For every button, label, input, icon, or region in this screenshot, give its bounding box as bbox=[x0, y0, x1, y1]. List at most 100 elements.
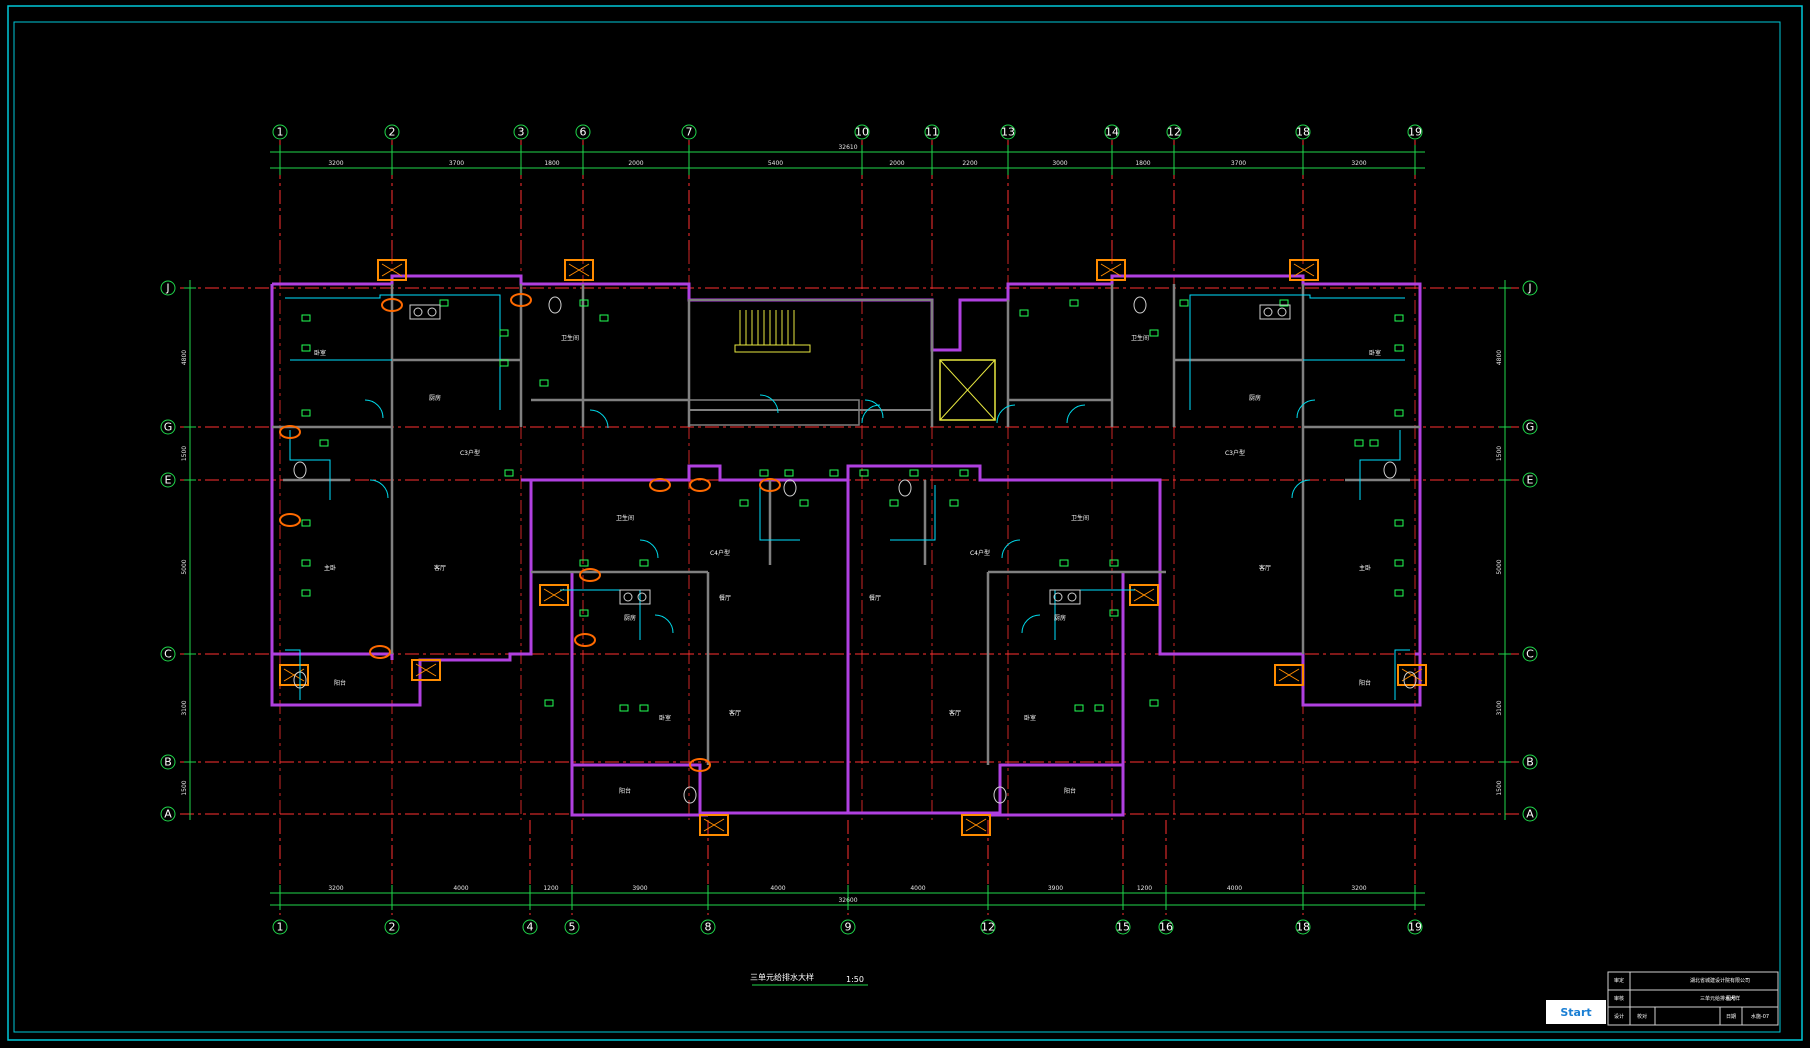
highlight-mark-1 bbox=[510, 293, 532, 307]
room-label-15: 厨房 bbox=[1054, 614, 1066, 622]
bubble-top-11-label: 11 bbox=[925, 126, 939, 139]
fixture-5 bbox=[301, 589, 311, 597]
bubble-top-1-label: 1 bbox=[277, 126, 284, 139]
room-label-11: 客厅 bbox=[1259, 564, 1271, 572]
room-label-23: 阳台 bbox=[1064, 787, 1076, 795]
fixture-16 bbox=[1179, 299, 1189, 307]
fixture-2 bbox=[301, 409, 311, 417]
highlight-mark-10 bbox=[689, 758, 711, 772]
sink-bowl-b-2 bbox=[637, 592, 647, 602]
vent-box-4 bbox=[539, 584, 569, 606]
room-label-17: 卧室 bbox=[1024, 714, 1036, 722]
toilet-6 bbox=[683, 786, 697, 804]
bubble-right-G-label: G bbox=[1526, 421, 1535, 434]
tb-label-1: 审核 bbox=[1614, 995, 1624, 1002]
room-label-0: C3户型 bbox=[460, 449, 480, 457]
vent-box-1 bbox=[564, 259, 594, 281]
bubble-top-19-label: 19 bbox=[1408, 126, 1422, 139]
bubble-bottom-5-label: 5 bbox=[569, 921, 576, 934]
room-label-12: 餐厅 bbox=[719, 594, 731, 602]
fixture-12 bbox=[599, 314, 609, 322]
wall-left-lower bbox=[270, 478, 533, 707]
dim-bottom-seg-2: 1200 bbox=[543, 885, 558, 892]
sink-3 bbox=[1049, 589, 1081, 605]
fixture-47 bbox=[544, 699, 554, 707]
bubble-bottom-9-circle bbox=[840, 919, 856, 935]
fixture-18 bbox=[1394, 314, 1404, 322]
toilet-7 bbox=[993, 786, 1007, 804]
fixture-24 bbox=[1354, 439, 1364, 447]
vent-box-8 bbox=[699, 814, 729, 836]
dim-side-0-3: 3100 bbox=[181, 700, 188, 715]
dim-side-1-3: 3100 bbox=[1496, 700, 1503, 715]
bubble-top-3-circle bbox=[513, 124, 529, 140]
sink-2 bbox=[619, 589, 651, 605]
door-arc-2 bbox=[589, 409, 609, 429]
bubble-right-C-circle bbox=[1522, 646, 1538, 662]
dim-bottom-seg-4: 4000 bbox=[770, 885, 785, 892]
fixture-7 bbox=[499, 329, 509, 337]
fixture-9 bbox=[504, 469, 514, 477]
vent-box-9 bbox=[961, 814, 991, 836]
room-label-2: C4户型 bbox=[710, 549, 730, 557]
room-label-18: 客厅 bbox=[729, 709, 741, 717]
bubble-bottom-12-circle bbox=[980, 919, 996, 935]
vent-box-0 bbox=[377, 259, 407, 281]
dim-top-total: 32610 bbox=[838, 144, 857, 151]
sink-bowl-a-0 bbox=[413, 307, 423, 317]
fixture-20 bbox=[1394, 409, 1404, 417]
dim-side-1-4: 1500 bbox=[1496, 780, 1503, 795]
room-label-5: 厨房 bbox=[1249, 394, 1261, 402]
bubble-left-B-circle bbox=[160, 754, 176, 770]
bubble-top-6-circle bbox=[575, 124, 591, 140]
dim-side-0-0: 4800 bbox=[181, 350, 188, 365]
vent-diag-b-0 bbox=[381, 263, 403, 277]
bubble-right-B-label: B bbox=[1526, 756, 1534, 769]
fixture-25 bbox=[784, 469, 794, 477]
room-label-19: 客厅 bbox=[949, 709, 961, 717]
dim-side-1-2: 5000 bbox=[1496, 559, 1503, 574]
vent-diag-b-4 bbox=[543, 588, 565, 602]
door-arc-13 bbox=[759, 394, 779, 414]
toilet-8 bbox=[293, 671, 307, 689]
bubble-top-7-circle bbox=[681, 124, 697, 140]
room-label-10: 客厅 bbox=[434, 564, 446, 572]
vent-box-6 bbox=[279, 664, 309, 686]
bubble-bottom-15-label: 15 bbox=[1116, 921, 1130, 934]
bubble-bottom-4-label: 4 bbox=[527, 921, 534, 934]
room-label-25: 卫生间 bbox=[1071, 514, 1089, 522]
fixture-40 bbox=[1094, 704, 1104, 712]
door-arc-5 bbox=[861, 404, 881, 424]
bubble-right-E-label: E bbox=[1527, 474, 1534, 487]
door-arc-9 bbox=[1291, 479, 1311, 499]
stair-landing bbox=[734, 344, 811, 353]
dim-bottom-seg-3: 3900 bbox=[632, 885, 647, 892]
room-label-14: 厨房 bbox=[624, 614, 636, 622]
bubble-bottom-2-circle bbox=[384, 919, 400, 935]
room-label-16: 卧室 bbox=[659, 714, 671, 722]
stair-box bbox=[688, 299, 933, 411]
bubble-top-2-circle bbox=[384, 124, 400, 140]
bubble-top-18-label: 18 bbox=[1296, 126, 1310, 139]
highlight-mark-6 bbox=[649, 478, 671, 492]
sheet-number: 水施-07 bbox=[1751, 1013, 1769, 1020]
door-arc-0 bbox=[364, 399, 384, 419]
bubble-left-A-circle bbox=[160, 806, 176, 822]
dim-bottom-seg-9: 3200 bbox=[1351, 885, 1366, 892]
bubble-left-C-circle bbox=[160, 646, 176, 662]
sink-0 bbox=[409, 304, 441, 320]
vent-diag-b-11 bbox=[415, 663, 437, 677]
fixture-44 bbox=[739, 499, 749, 507]
fixture-43 bbox=[759, 469, 769, 477]
bubble-left-G-circle bbox=[160, 419, 176, 435]
bubble-bottom-18-circle bbox=[1295, 919, 1311, 935]
bubble-top-14-label: 14 bbox=[1105, 126, 1119, 139]
fixture-3 bbox=[301, 519, 311, 527]
highlight-mark-4 bbox=[369, 645, 391, 659]
fixture-17 bbox=[1279, 299, 1289, 307]
highlight-mark-8 bbox=[759, 478, 781, 492]
door-arc-10 bbox=[1001, 539, 1021, 559]
vent-box-11 bbox=[411, 659, 441, 681]
